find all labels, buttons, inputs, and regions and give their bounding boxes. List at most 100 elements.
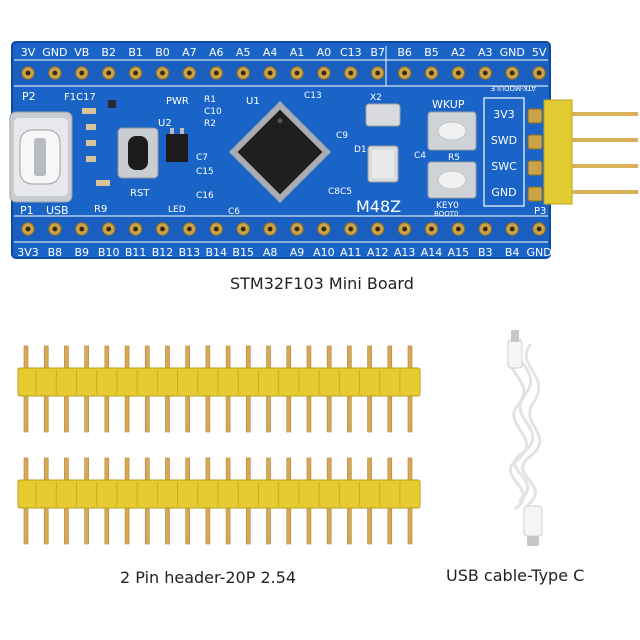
silk-c9: C9	[336, 131, 348, 141]
pin-hole	[133, 70, 139, 76]
top-pin-label: B6	[397, 46, 412, 59]
usb-c-connector	[9, 111, 73, 203]
bottom-pin-pads	[21, 222, 546, 236]
silk-p2: P2	[22, 90, 36, 103]
silk-usb: USB	[46, 204, 69, 217]
pin-hole	[348, 226, 354, 232]
bottom-pin-label: B3	[478, 246, 493, 259]
bottom-pin-label: B12	[152, 246, 174, 259]
top-pin-label: B7	[370, 46, 385, 59]
silk-r9: R9	[94, 204, 107, 215]
pin-hole	[240, 226, 246, 232]
pin-hole	[213, 70, 219, 76]
top-pin-label: B1	[128, 46, 143, 59]
side-pin-label: 3V3	[493, 108, 515, 121]
pin-hole	[52, 226, 58, 232]
bottom-pin-label: A12	[367, 246, 389, 259]
top-pin-label: B2	[101, 46, 116, 59]
top-pin-pads	[21, 66, 546, 80]
silk-u1: U1	[246, 96, 260, 107]
bottom-pin-label: 3V3	[17, 246, 39, 259]
side-pin-pad	[527, 108, 543, 124]
pin-hole	[456, 226, 461, 232]
top-pin-label: A2	[451, 46, 466, 59]
board-caption: STM32F103 Mini Board	[230, 274, 414, 293]
pin-hole	[25, 70, 31, 76]
bottom-pin-label: B13	[179, 246, 201, 259]
top-pin-label: GND	[42, 46, 67, 59]
passives-left	[82, 100, 116, 186]
pin-header-upper	[17, 345, 421, 433]
key0-button	[427, 161, 477, 199]
crystal-x2	[365, 103, 401, 127]
top-pin-label: A6	[209, 46, 224, 59]
pin-hole	[267, 70, 273, 76]
top-pin-label: B5	[424, 46, 439, 59]
silk-p3: P3	[534, 206, 546, 217]
silk-c15: C15	[196, 167, 214, 177]
bottom-pin-label: B8	[48, 246, 63, 259]
pin-hole	[52, 70, 58, 76]
pin-hole	[25, 226, 31, 232]
silk-module: ATK-MODULE	[491, 84, 536, 92]
bottom-pin-label: A15	[448, 246, 470, 259]
silk-boot0: BOOT0	[434, 210, 458, 218]
pin-hole	[429, 70, 434, 76]
top-pin-label: B0	[155, 46, 170, 59]
pin-hole	[509, 226, 515, 232]
cable-coil	[508, 338, 542, 510]
pin-hole	[213, 226, 219, 232]
side-pin-pad	[527, 134, 543, 150]
silk-c16: C16	[196, 191, 214, 201]
silk-d1: D1	[354, 145, 367, 155]
silk-led: LED	[168, 205, 186, 215]
bottom-pin-label: A11	[340, 246, 362, 259]
cable-caption: USB cable-Type C	[446, 566, 585, 585]
voltage-regulator	[166, 128, 188, 162]
pin-hole	[375, 226, 381, 232]
bottom-pin-label: B10	[98, 246, 120, 259]
silk-key0: KEY0	[436, 201, 459, 211]
top-pin-label: 3V	[21, 46, 36, 59]
pin-hole	[375, 70, 381, 76]
bottom-pin-label: B15	[232, 246, 254, 259]
silk-x2: X2	[370, 93, 382, 103]
side-pin-pad	[527, 160, 543, 176]
side-pin-pad	[527, 186, 543, 202]
top-pin-label: A4	[263, 46, 278, 59]
pin-hole	[294, 70, 300, 76]
side-pin-header	[543, 99, 638, 205]
side-pin-label: SWD	[491, 134, 517, 147]
bottom-pin-label: B4	[505, 246, 520, 259]
top-pin-label: A5	[236, 46, 251, 59]
silk-c6: C6	[228, 207, 240, 217]
top-pin-label: 5V	[532, 46, 547, 59]
side-pin-label: SWC	[491, 160, 517, 173]
pin-hole	[133, 226, 139, 232]
bottom-pin-label: B14	[206, 246, 228, 259]
cable-connector-c	[523, 505, 543, 546]
silk-p1: P1	[20, 204, 34, 217]
pin-hole	[240, 70, 246, 76]
pin-hole	[160, 70, 165, 76]
cable-connector-a	[507, 330, 523, 369]
pin-hole	[267, 226, 273, 232]
silk-f1c17: F1C17	[64, 92, 96, 103]
pin-hole	[509, 70, 515, 76]
pin-hole	[348, 70, 354, 76]
silk-c7: C7	[196, 153, 208, 163]
pin-hole	[482, 70, 488, 76]
top-pin-label: A7	[182, 46, 197, 59]
pin-hole	[187, 226, 192, 232]
top-pin-label: A0	[317, 46, 332, 59]
pin-hole	[321, 70, 327, 76]
pin-hole	[429, 226, 434, 232]
top-pin-label: A1	[290, 46, 305, 59]
silk-c10: C10	[204, 107, 222, 117]
silk-pwr: PWR	[166, 96, 189, 107]
